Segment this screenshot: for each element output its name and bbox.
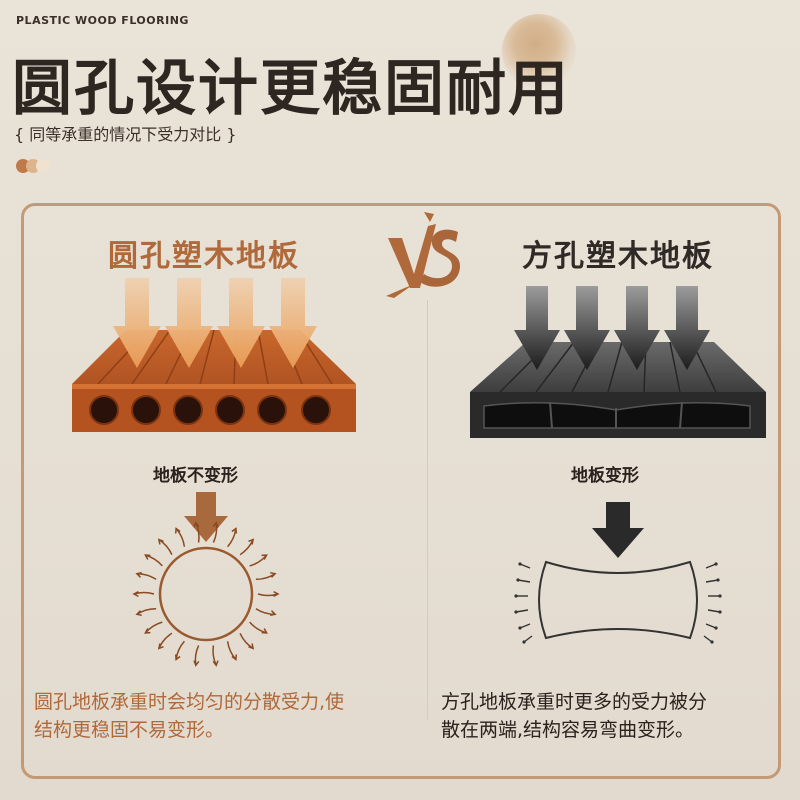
force-ray [144,621,163,634]
force-ray-head [135,610,142,617]
left-description: 圆孔地板承重时会均匀的分散受力,使 结构更稳固不易变形。 [34,688,344,744]
force-ray-head [231,654,238,661]
vs-icon [386,212,460,298]
right-caption: 地板变形 [571,466,639,486]
brand-label: PLASTIC WOOD FLOORING [16,14,189,27]
left-description-line-2: 结构更稳固不易变形。 [34,719,225,741]
deformed-shape-diagram [514,502,722,644]
force-ray-head [248,643,255,650]
dot-icon [36,159,50,173]
left-title: 圆孔塑木地板 [108,239,300,274]
force-ray-head [270,571,277,578]
force-ray-head [212,660,219,667]
force-ray-head [193,660,200,667]
force-ray [239,632,254,650]
force-ray-head [157,643,164,650]
down-arrow-icon [592,502,644,558]
force-ray-head [231,527,238,534]
force-ray-head [193,521,200,528]
force-ray [158,538,173,556]
square-hole-board-image [470,286,766,438]
force-ray-head [174,527,181,534]
down-arrow-icon [184,492,228,542]
decorative-dots [16,159,56,175]
circle-force-diagram [132,492,280,667]
right-description-line-2: 散在两端,结构容易弯曲变形。 [441,719,695,741]
force-ray-head [132,590,139,598]
left-caption: 地板不变形 [153,466,238,486]
decorative-blob [502,14,576,88]
right-description: 方孔地板承重时更多的受力被分 散在两端,结构容易弯曲变形。 [441,688,707,744]
force-ray-head [135,571,142,578]
force-ray [249,554,268,567]
force-ray-head [144,554,151,560]
force-ray [239,539,254,556]
comparison-panel [21,203,781,779]
force-ray-head [157,538,164,545]
column-divider [427,300,428,720]
left-description-line-1: 圆孔地板承重时会均匀的分散受力,使 [34,691,345,713]
round-hole-board-image [72,278,356,432]
force-ray-head [261,554,268,560]
force-ray [145,554,163,567]
force-ray-head [273,590,280,598]
page-title: 圆孔设计更稳固耐用 [12,54,570,124]
force-ray-head [261,628,268,634]
force-ray-head [174,654,181,661]
force-ray-head [212,521,219,528]
force-ray-head [270,610,277,617]
right-description-line-1: 方孔地板承重时更多的受力被分 [441,691,708,713]
right-title: 方孔塑木地板 [522,239,714,274]
force-ray-head [144,628,151,634]
page-subtitle: { 同等承重的情况下受力对比 } [14,125,237,144]
force-ray [158,632,173,649]
force-ray [249,621,267,634]
force-ray-head [248,538,255,545]
